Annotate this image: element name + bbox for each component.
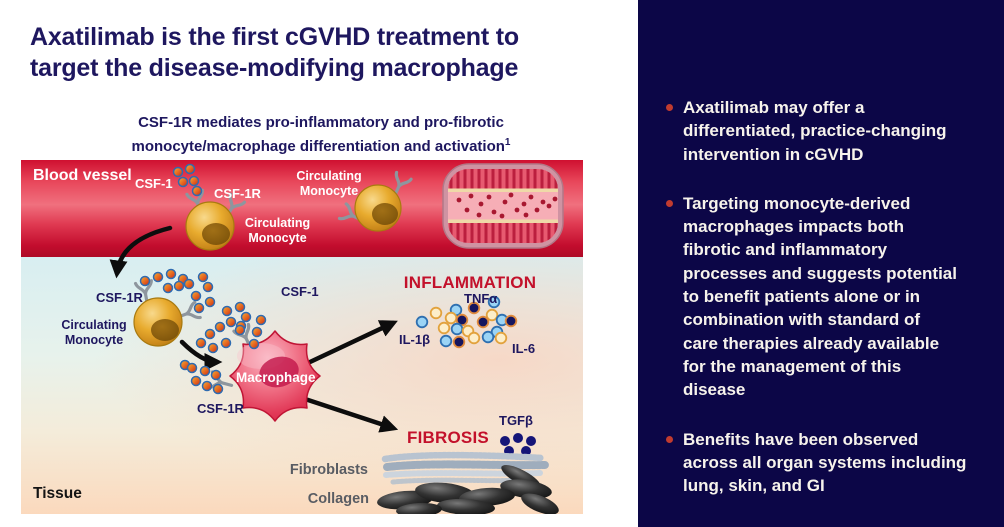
collagen-label: Collagen (307, 491, 369, 507)
sidebar-bullet: Benefits have been observed across all o… (666, 428, 986, 498)
fibroblasts-label: Fibroblasts (289, 462, 368, 478)
sidebar-bullet: Axatilimab may offer a differentiated, p… (666, 96, 986, 166)
csf1r-label-vessel: CSF-1R (214, 186, 261, 201)
circulating-monocyte-cell-1 (185, 185, 247, 251)
macrophage-label: Macrophage (236, 370, 316, 385)
red-blood-cells (456, 192, 558, 219)
tissue-monocyte-cell (133, 275, 205, 347)
csf1-label-tissue: CSF-1 (281, 284, 319, 299)
circulating-monocyte-cell-2 (337, 170, 413, 232)
diagram-subtitle: CSF-1R mediates pro-inflammatory and pro… (40, 113, 602, 157)
csf1-bound-molecule (191, 185, 203, 197)
flow-arrows (109, 225, 399, 433)
sidebar-bullet: Targeting monocyte-derived macrophages i… (666, 192, 986, 402)
circulating-monocyte-label-2: Circulating Monocyte (296, 169, 362, 198)
arrow-macrophage-to-fibrosis (299, 395, 399, 433)
csf1r-label-tissue: CSF-1R (96, 290, 143, 305)
inflammatory-cytokine-dots (415, 295, 518, 349)
il6-label: IL-6 (512, 341, 536, 356)
circulating-monocyte-label-tissue: Circulating Monocyte (61, 318, 127, 347)
arrow-macrophage-to-inflammation (307, 320, 398, 365)
mechanism-diagram: Blood vessel CSF-1 CSF-1R Circulating Mo… (21, 160, 583, 514)
arrow-monocyte-exits-vessel (109, 225, 173, 279)
csf1r-label-macrophage: CSF-1R (197, 401, 244, 416)
arrow-monocyte-to-macrophage (179, 339, 223, 371)
tissue-label: Tissue (33, 485, 82, 502)
diagram-subtitle-line2: monocyte/macrophage differentiation and … (131, 138, 505, 155)
csf1-bound-molecule (193, 302, 205, 314)
blood-vessel-label: Blood vessel (33, 167, 132, 184)
key-points-list: Axatilimab may offer a differentiated, p… (638, 0, 1004, 497)
circulating-monocyte-label-1: Circulating Monocyte (244, 216, 311, 245)
inflammation-heading: INFLAMMATION (403, 273, 537, 292)
diagram-subtitle-line1: CSF-1R mediates pro-inflammatory and pro… (138, 114, 504, 131)
key-points-sidebar: Axatilimab may offer a differentiated, p… (638, 0, 1004, 527)
collagen-bundles (377, 464, 559, 514)
csf1-bound-molecule (139, 275, 151, 287)
csf1-molecules (152, 163, 267, 395)
page-title: Axatilimab is the first cGVHD treatment … (30, 23, 519, 82)
csf1-label-vessel: CSF-1 (135, 176, 173, 191)
il1b-label: IL-1β (399, 332, 431, 347)
diagram-artwork (109, 163, 564, 514)
tnfa-label: TNFα (464, 291, 498, 306)
tgfb-label: TGFβ (499, 413, 533, 428)
reference-superscript: 1 (504, 137, 511, 148)
blood-vessel-cross-section (442, 163, 564, 249)
fibrosis-heading: FIBROSIS (407, 428, 489, 447)
